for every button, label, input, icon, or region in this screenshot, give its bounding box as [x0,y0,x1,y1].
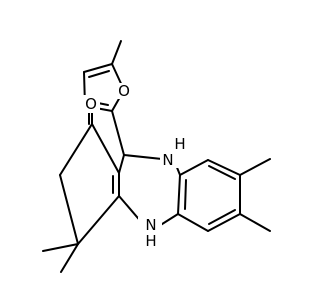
bond-ch2-right [77,195,120,245]
furan-oxygen-label: O [118,82,130,100]
bond-aryl-methyl-lower [239,213,271,232]
bond-furan-methyl [111,40,122,65]
bond-benzene-6-1-double [184,179,187,210]
bond-carbonyl-c-alkene [91,123,120,174]
bond-gem-methyl-2 [42,243,79,252]
label-bg-amine-lower [138,217,162,251]
bond-gem-methyl-1 [60,243,79,273]
bond-benzene-2-3-double [208,165,236,180]
label-bg-furan-oxygen [115,83,133,99]
bond-furan-c4-c5-double [88,70,110,78]
bond-ch-c-alkene [118,154,125,174]
bond-benzene-4-5 [207,213,241,232]
ketone-oxygen-label: O [85,95,97,113]
bond-furan-c4-c5 [83,63,113,73]
amine-lower-n-label: N [145,216,156,234]
bond-ch-nh-upper [123,154,163,160]
bond-benzene-1-2 [179,159,209,176]
bond-ch2-left [59,174,79,245]
bond-nh-lower-c [158,213,179,227]
amine-upper-h-label: H [174,135,185,153]
amine-upper-n-label: N [162,151,173,169]
bond-benzene-2-3 [207,159,241,176]
bond-benzene-6-1 [177,174,181,215]
amine-lower-h-label: H [145,232,156,250]
chemical-structure: O O H N N H [42,40,271,273]
bond-benzene-4-5-double [208,209,236,225]
atom-label-layer: O O H N N H [82,82,186,251]
bond-aryl-methyl-upper [239,158,271,176]
label-bg-amine-upper [160,140,184,168]
bond-furan-ch [111,110,125,156]
bond-carbonyl-c-ch2 [59,123,93,176]
label-bg-ketone-oxygen [82,95,100,113]
bond-benzene-5-6 [177,213,209,232]
